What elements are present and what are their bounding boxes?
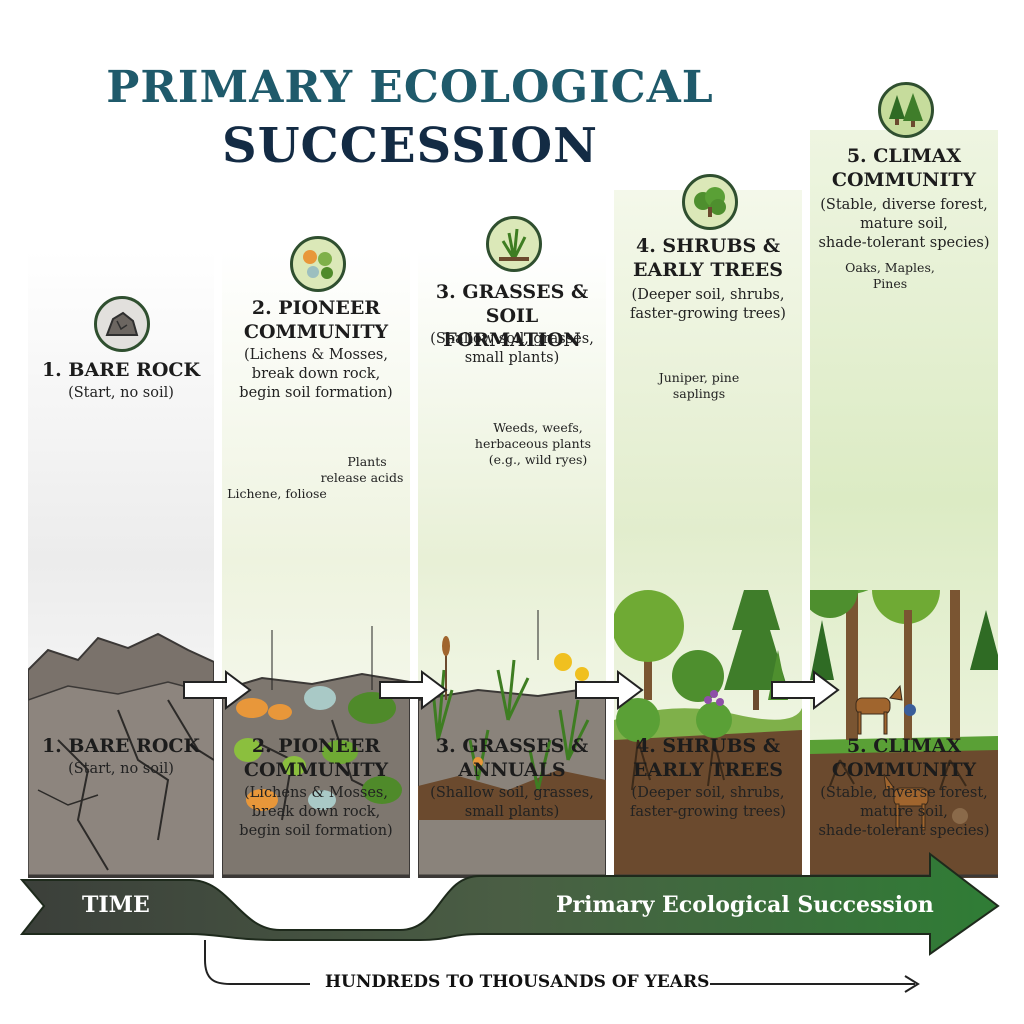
- annotation-weeds: Weeds, weefs,: [493, 420, 583, 435]
- stage-1-top-heading: 1. BARE ROCK: [41, 359, 201, 381]
- stage-arrow-3: [575, 670, 644, 710]
- page-title-line1: PRIMARY ECOLOGICAL: [106, 62, 714, 113]
- annotation-saplings: saplings: [672, 386, 726, 401]
- stage-4-top-heading-l2: EARLY TREES: [633, 259, 783, 281]
- stage-5-column: 5. CLIMAX COMMUNITY (Stable, diverse for…: [810, 82, 998, 878]
- grass-icon: [486, 216, 542, 272]
- stage-2-top-desc-l1: (Lichens & Mosses,: [244, 347, 388, 363]
- page-title-line2: SUCCESSION: [222, 118, 598, 174]
- shrubs-scene: [614, 590, 802, 878]
- stage-4-top-heading-l1: 4. SHRUBS &: [635, 235, 781, 257]
- annotation-oaks-maples: Oaks, Maples,: [845, 260, 935, 275]
- annotation-lichene-foliose: Lichene, foliose: [227, 486, 327, 501]
- stage-4-top-desc-l2: faster-growing trees): [630, 306, 786, 322]
- stage-5-top-desc-l2: mature soil,: [860, 216, 948, 232]
- duration-label: HUNDREDS TO THOUSANDS OF YEARS: [325, 972, 710, 992]
- stage-2-bottom-desc-l3: begin soil formation): [239, 823, 393, 839]
- time-band: [19, 851, 1000, 960]
- stage-2-top-heading-l2: COMMUNITY: [243, 321, 389, 343]
- forest-icon: [878, 82, 934, 138]
- stage-2-top-heading-l1: 2. PIONEER: [251, 297, 381, 319]
- stage-2-top-desc-l2: break down rock,: [251, 366, 381, 382]
- annotation-plants: Plants: [347, 454, 387, 469]
- grasses-scene: [418, 610, 606, 878]
- stage-4-bottom-heading-l2: EARLY TREES: [633, 759, 783, 781]
- stage-5-bottom-heading-l1: 5. CLIMAX: [846, 735, 962, 757]
- stage-4-bottom-desc-l1: (Deeper soil, shrubs,: [631, 785, 785, 801]
- annotation-pines: Pines: [872, 276, 908, 291]
- stage-3-bottom-desc-l1: (Shallow soil, grasses,: [430, 785, 594, 801]
- stage-5-top-desc-l1: (Stable, diverse forest,: [820, 197, 988, 213]
- stage-1-column: 1. BARE ROCK (Start, no soil) 1. BARE RO…: [28, 160, 214, 878]
- stage-2-bottom-desc-l2: break down rock,: [251, 804, 381, 820]
- time-label: TIME: [82, 892, 150, 918]
- stage-5-top-heading-l2: COMMUNITY: [831, 169, 977, 191]
- stage-arrow-2: [379, 670, 448, 710]
- stage-3-bottom-heading-l2: ANNUALS: [458, 759, 566, 781]
- lichen-icon: [290, 236, 346, 292]
- stage-5-bottom-heading-l2: COMMUNITY: [831, 759, 977, 781]
- stage-5-top-heading-l1: 5. CLIMAX: [846, 145, 962, 167]
- stage-4-column: 4. SHRUBS & EARLY TREES (Deeper soil, sh…: [614, 160, 802, 878]
- annotation-herbaceous: herbaceous plants: [474, 436, 592, 451]
- pioneer-community-scene: [222, 626, 410, 878]
- stage-4-top-desc-l1: (Deeper soil, shrubs,: [631, 287, 785, 303]
- bare-rock-scene: [28, 632, 214, 878]
- stage-arrow-1: [183, 670, 252, 710]
- stage-4-bottom-desc-l2: faster-growing trees): [630, 804, 786, 820]
- stage-3-top-heading-l1: 3. GRASSES &: [435, 281, 589, 303]
- stage-5-top-desc-l3: shade-tolerant species): [818, 235, 990, 251]
- stage-1-bottom-heading: 1. BARE ROCK: [41, 735, 201, 757]
- stage-5-bottom-desc-l3: shade-tolerant species): [818, 823, 990, 839]
- stage-3-top-desc-l1: (Shallow soil, grasses,: [430, 331, 594, 347]
- stage-3-bottom-heading-l1: 3. GRASSES &: [435, 735, 589, 757]
- stage-3-top-heading-l2: SOIL FORMATION: [443, 305, 581, 351]
- stage-3-column: 3. GRASSES & SOIL FORMATION (Shallow soi…: [418, 160, 606, 878]
- stage-3-bottom-desc-l2: small plants): [464, 804, 560, 820]
- shrub-icon: [682, 174, 738, 230]
- annotation-release-acids: release acids: [320, 470, 404, 485]
- stage-4-bottom-heading-l1: 4. SHRUBS &: [635, 735, 781, 757]
- annotation-juniper: Juniper, pine: [658, 370, 740, 385]
- duration-arrow: [204, 960, 920, 993]
- rock-icon: [94, 296, 150, 352]
- stage-2-top-desc-l3: begin soil formation): [239, 385, 393, 401]
- stage-1-top-desc: (Start, no soil): [68, 385, 174, 401]
- stage-arrow-4: [771, 670, 840, 710]
- stage-5-bottom-desc-l2: mature soil,: [860, 804, 948, 820]
- stage-3-top-desc-l2: small plants): [464, 350, 560, 366]
- stage-1-bottom-desc: (Start, no soil): [68, 761, 174, 777]
- stage-2-bottom-desc-l1: (Lichens & Mosses,: [244, 785, 388, 801]
- stage-2-column: 2. PIONEER COMMUNITY (Lichens & Mosses, …: [222, 160, 410, 878]
- stage-2-bottom-heading-l2: COMMUNITY: [243, 759, 389, 781]
- stage-5-bottom-desc-l1: (Stable, diverse forest,: [820, 785, 988, 801]
- annotation-wild-ryes: (e.g., wild ryes): [488, 452, 588, 467]
- band-label: Primary Ecological Succession: [556, 892, 934, 918]
- stage-2-bottom-heading-l1: 2. PIONEER: [251, 735, 381, 757]
